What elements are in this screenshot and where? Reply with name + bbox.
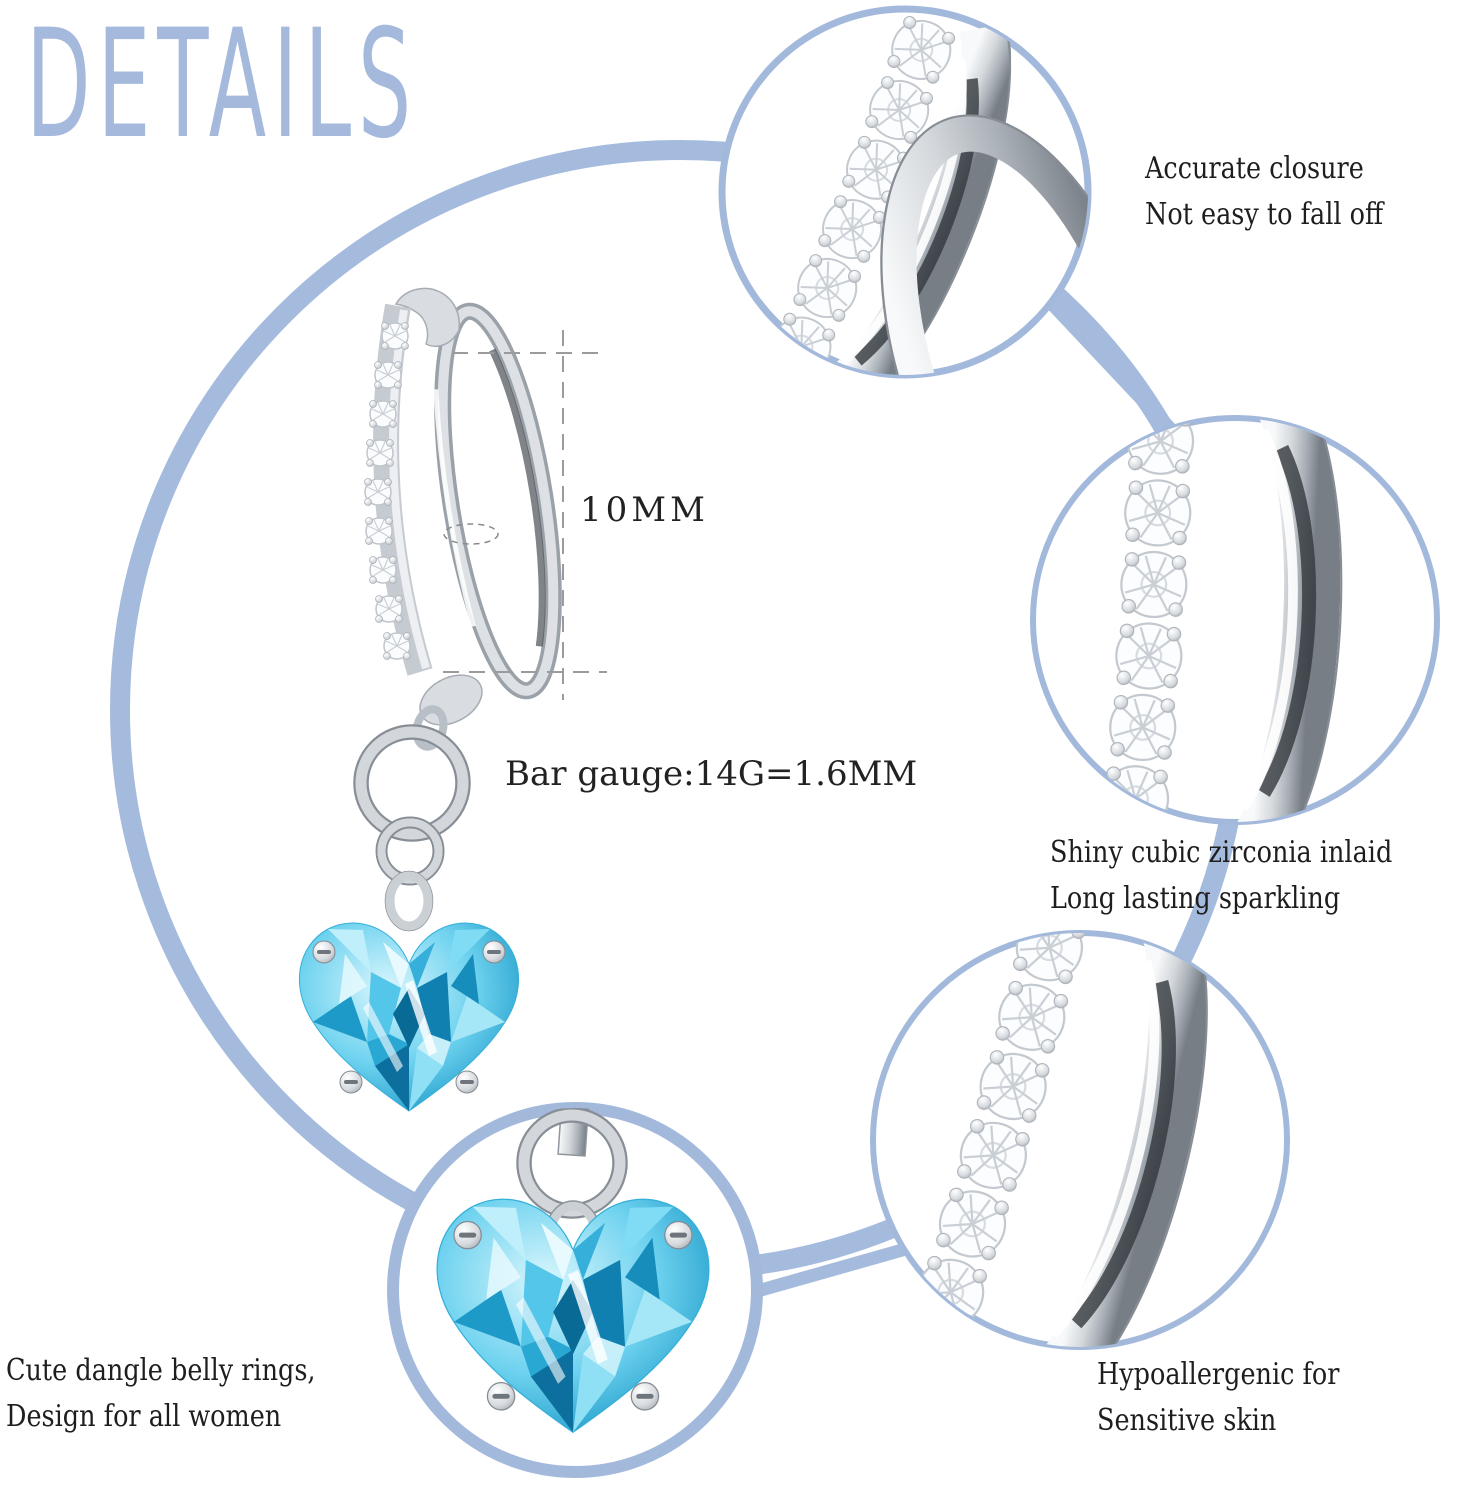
page-title: DETAILS: [26, 0, 418, 172]
annotation-zirconia-line2: Long lasting sparkling: [1050, 881, 1341, 916]
callout-circle-hypoallergenic: [870, 930, 1290, 1350]
annotation-hypoallergenic-line1: Hypoallergenic for: [1097, 1357, 1340, 1392]
annotation-closure-line1: Accurate closure: [1145, 151, 1364, 186]
annotation-hypoallergenic: Hypoallergenic for Sensitive skin: [1097, 1352, 1339, 1444]
bar-gauge-label: Bar gauge:14G=1.6MM: [505, 754, 918, 794]
connector-bottom: [738, 1238, 922, 1303]
bar-gauge-ellipse: [443, 523, 499, 545]
annotation-design-line2: Design for all women: [6, 1399, 282, 1434]
product-photo-main: [298, 287, 562, 1112]
connector-top: [1024, 275, 1196, 455]
ring-diameter-label: 10MM: [580, 490, 709, 530]
callout-circle-closure: [718, 5, 1092, 379]
annotation-closure-line2: Not easy to fall off: [1145, 197, 1384, 232]
annotation-hypoallergenic-line2: Sensitive skin: [1097, 1403, 1277, 1438]
callout-circle-zirconia: [1030, 415, 1440, 825]
product-heart-gem: [298, 922, 520, 1112]
callout-circle-heart: [387, 1102, 763, 1478]
annotation-zirconia-line1: Shiny cubic zirconia inlaid: [1050, 835, 1393, 870]
product-jump-rings: [353, 705, 471, 932]
annotation-zirconia: Shiny cubic zirconia inlaid Long lasting…: [1050, 830, 1392, 922]
product-hoop: [433, 302, 562, 700]
measurement-lines: [443, 330, 607, 700]
annotation-design-line1: Cute dangle belly rings,: [6, 1353, 316, 1388]
product-cz-bar: [363, 287, 483, 726]
annotation-closure: Accurate closure Not easy to fall off: [1145, 146, 1383, 238]
annotation-design: Cute dangle belly rings, Design for all …: [6, 1348, 316, 1440]
